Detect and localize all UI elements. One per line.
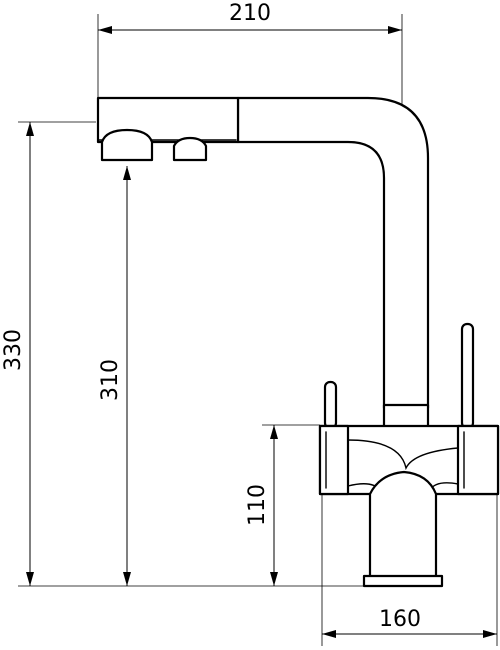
overall-height-label: 330 <box>1 329 26 371</box>
dimension-overall-width: 210 <box>97 1 403 120</box>
dimension-overall-height: 330 <box>1 121 392 587</box>
left-cartridge <box>318 424 350 496</box>
dimension-spout-height: 310 <box>98 166 131 586</box>
overall-width-label: 210 <box>229 1 271 26</box>
faucet-outline <box>96 96 500 588</box>
right-lever[interactable] <box>460 322 475 430</box>
faucet-neck <box>368 470 438 580</box>
spout-height-label: 310 <box>98 359 123 401</box>
base-width-label: 160 <box>379 607 421 632</box>
spout-outlet-filter <box>172 136 208 162</box>
body-height-label: 110 <box>245 484 270 526</box>
left-lever[interactable] <box>323 380 338 430</box>
spout-pipe <box>236 96 430 410</box>
dimension-base-width: 160 <box>321 440 498 646</box>
base-plate <box>362 574 444 588</box>
dimension-body-height: 110 <box>245 424 320 586</box>
spout-outlet-main <box>100 128 154 162</box>
